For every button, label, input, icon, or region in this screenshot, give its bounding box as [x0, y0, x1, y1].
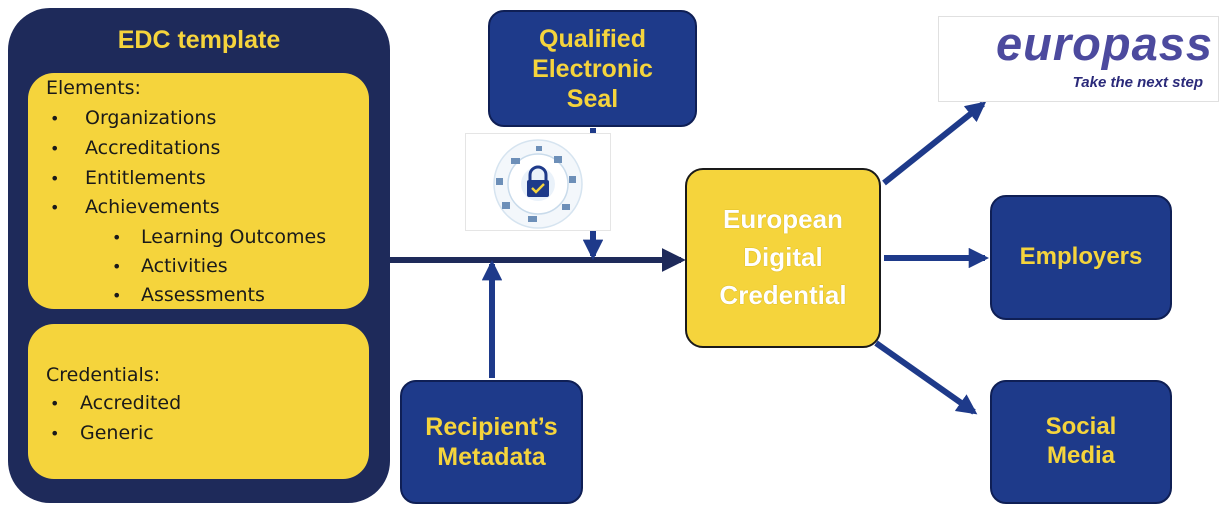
- qes-line-1: Qualified: [539, 24, 646, 53]
- element-item-entitlements: • Entitlements: [50, 167, 206, 189]
- element-item-accreditations: • Accreditations: [50, 137, 220, 159]
- recipient-line-2: Metadata: [437, 443, 546, 471]
- edc-template-title: EDC template: [117, 26, 281, 54]
- arrow-to-social-media: [874, 340, 978, 415]
- credential-item-accredited: • Accredited: [50, 392, 181, 414]
- element-label: Accreditations: [85, 137, 221, 159]
- lock-icon: [493, 139, 583, 229]
- bullet: •: [50, 198, 60, 217]
- social-line-1: Social: [1045, 413, 1117, 441]
- arrow-to-europass: [882, 101, 987, 186]
- elements-heading: Elements:: [46, 77, 141, 99]
- bullet: •: [112, 257, 122, 276]
- element-label: Entitlements: [85, 167, 206, 189]
- recipient-line-1: Recipient’s: [425, 413, 558, 441]
- sub-item-assessments: • Assessments: [112, 284, 265, 306]
- element-label: Achievements: [85, 196, 220, 218]
- element-item-organizations: • Organizations: [50, 107, 216, 129]
- credential-line-3: Credential: [719, 279, 847, 310]
- europass-tagline: Take the next step: [1072, 74, 1203, 91]
- sub-item-activities: • Activities: [112, 255, 228, 277]
- credential-label: Accredited: [80, 392, 182, 414]
- seal-illustration: [465, 133, 611, 231]
- europass-logo: europass: [996, 17, 1213, 70]
- credentials-box: [28, 324, 369, 479]
- bullet: •: [50, 139, 60, 158]
- bullet: •: [112, 286, 122, 305]
- credential-item-generic: • Generic: [50, 422, 154, 444]
- sub-element-label: Assessments: [141, 284, 265, 306]
- elements-box: [28, 73, 369, 309]
- bullet: •: [112, 228, 122, 247]
- sub-element-label: Activities: [141, 255, 228, 277]
- credential-line-1: European: [723, 204, 843, 235]
- element-item-achievements: • Achievements: [50, 196, 220, 218]
- qes-line-3: Seal: [566, 84, 619, 113]
- element-label: Organizations: [85, 107, 217, 129]
- bullet: •: [50, 109, 60, 128]
- credentials-heading: Credentials:: [46, 364, 161, 386]
- social-line-2: Media: [1046, 442, 1115, 469]
- social-media-box: Social Media: [990, 380, 1172, 504]
- europass-logo-box: [938, 16, 1219, 102]
- qualified-electronic-seal-box: Qualified Electronic Seal: [488, 10, 697, 127]
- employers-label: Employers: [1019, 243, 1143, 271]
- credential-label: Generic: [80, 422, 154, 444]
- sub-element-label: Learning Outcomes: [141, 226, 327, 248]
- sub-item-learning-outcomes: • Learning Outcomes: [112, 226, 326, 248]
- employers-box: Employers: [990, 195, 1172, 320]
- european-digital-credential-box: European Digital Credential: [685, 168, 881, 348]
- bullet: •: [50, 169, 60, 188]
- bullet: •: [50, 394, 60, 413]
- bullet: •: [50, 424, 60, 443]
- recipients-metadata-box: Recipient’s Metadata: [400, 380, 583, 504]
- qes-line-2: Electronic: [532, 54, 653, 83]
- credential-line-2: Digital: [743, 242, 823, 273]
